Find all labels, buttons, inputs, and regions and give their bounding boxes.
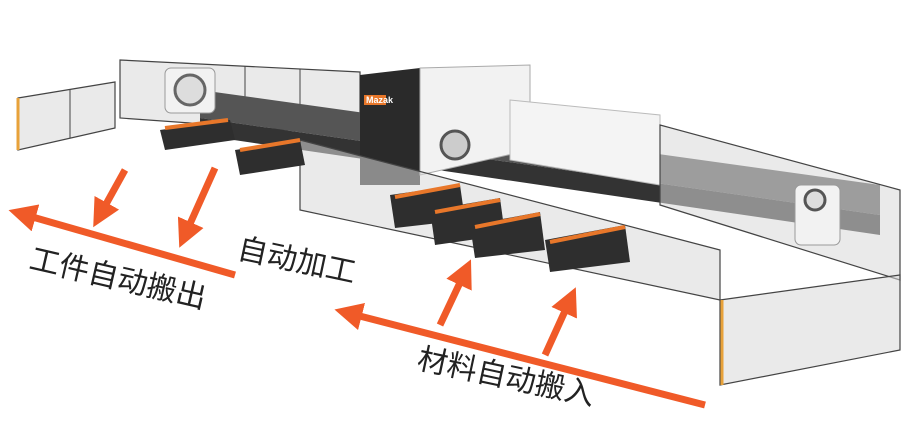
conveyor-supports <box>160 118 630 272</box>
unload-down-arrow-1 <box>93 168 129 228</box>
left-chuck-unit <box>164 67 216 114</box>
load-main-arrow <box>334 302 706 409</box>
unload-main-arrow <box>8 204 236 279</box>
load-up-arrow-2 <box>541 287 577 357</box>
process-label: 自动加工 <box>234 232 359 291</box>
unload-down-arrow-2 <box>177 166 219 248</box>
laser-processing-head: Mazak <box>360 64 531 185</box>
load-up-arrow-1 <box>436 259 472 327</box>
machine-logo: Mazak <box>366 95 394 105</box>
unload-label: 工件自动搬出 <box>26 242 209 317</box>
